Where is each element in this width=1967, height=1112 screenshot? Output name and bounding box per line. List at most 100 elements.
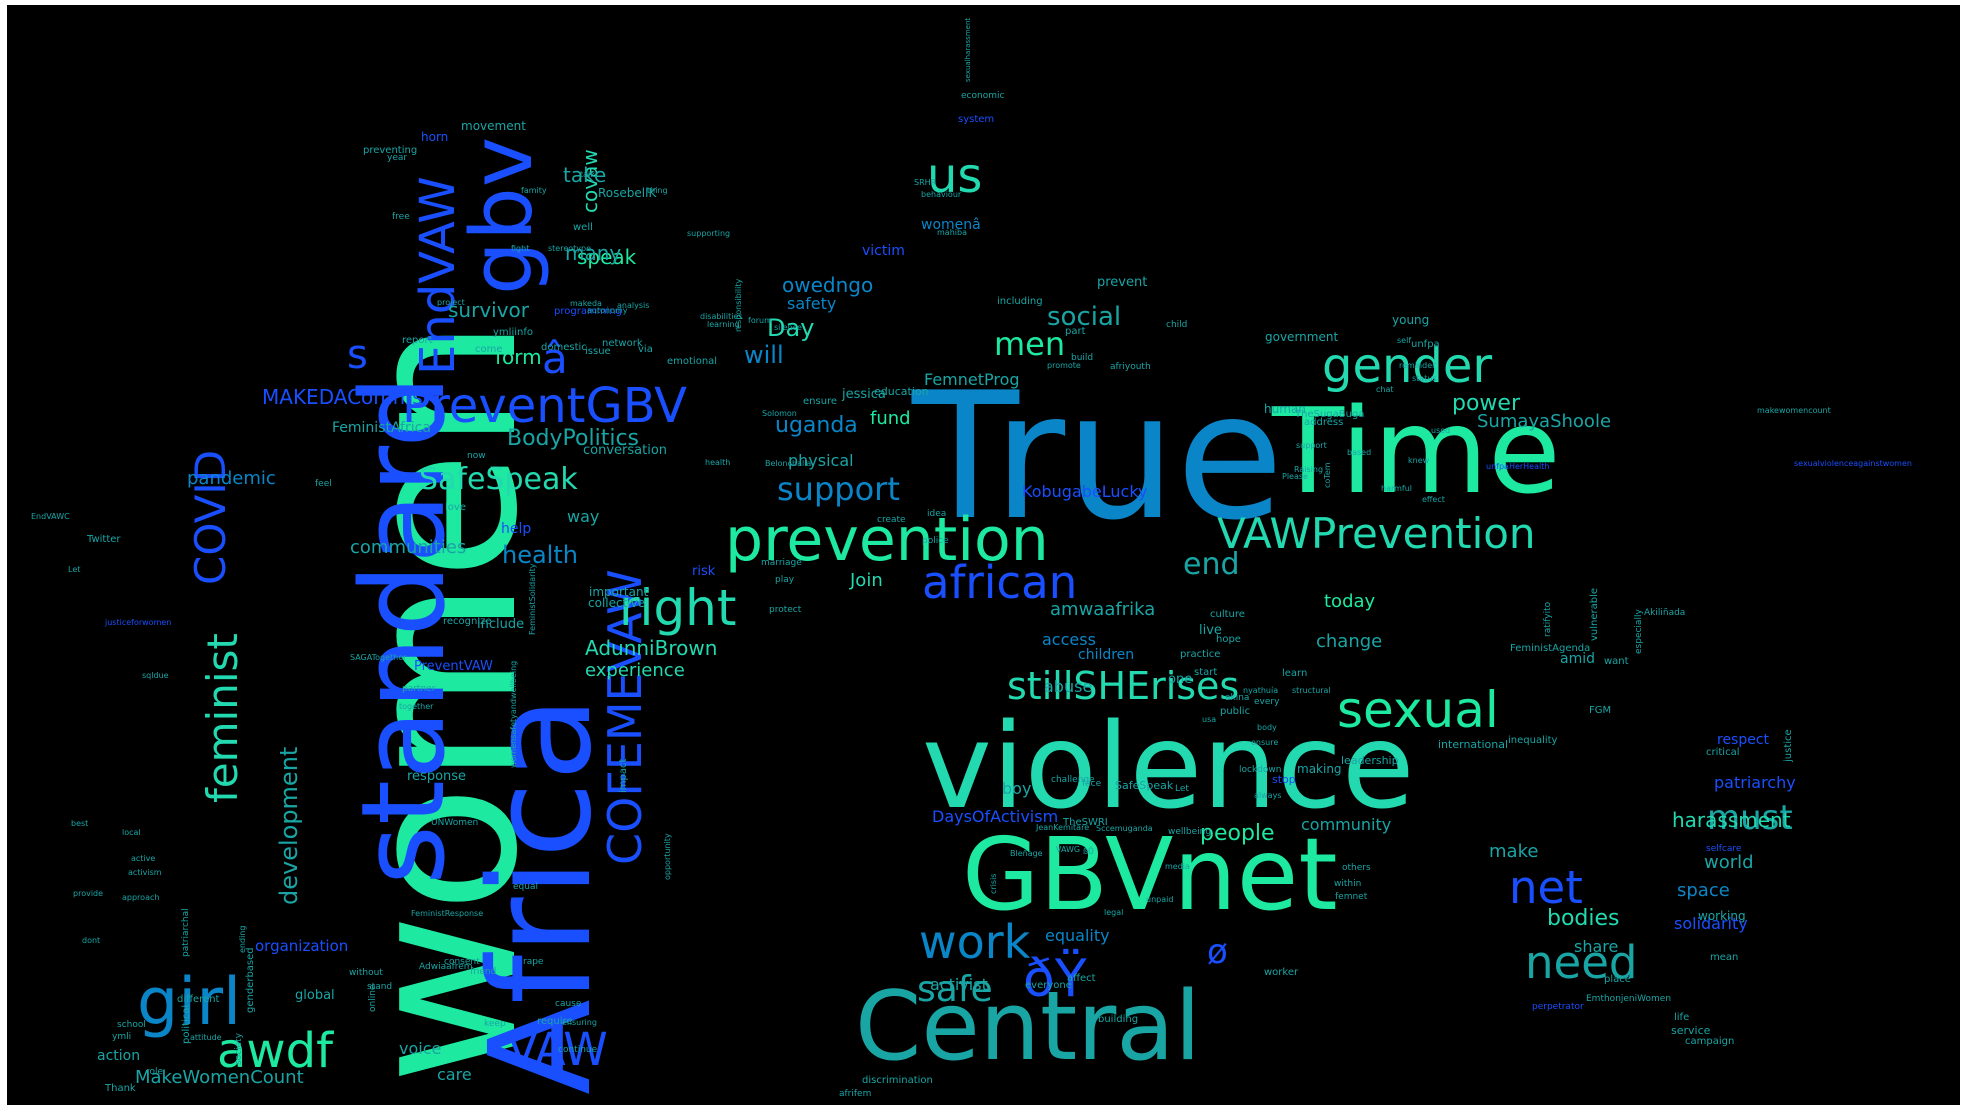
- cloud-word: prevent: [1097, 275, 1148, 290]
- cloud-word: gender: [1322, 338, 1493, 394]
- cloud-word: start: [1194, 667, 1218, 678]
- cloud-word: face: [1082, 779, 1102, 789]
- cloud-word: pandemic: [187, 468, 276, 489]
- cloud-word: femnet: [1335, 892, 1368, 902]
- cloud-word: want: [1604, 656, 1629, 667]
- cloud-word: sexualviolenceagainstwomen: [1794, 459, 1912, 468]
- cloud-word: together: [399, 702, 434, 711]
- cloud-word: care: [437, 1065, 472, 1084]
- cloud-word: Time: [1272, 382, 1561, 520]
- cloud-word: support: [777, 470, 900, 508]
- cloud-word: legal: [1104, 908, 1124, 917]
- cloud-word: justice: [1783, 729, 1794, 762]
- cloud-word: promote: [1047, 361, 1081, 370]
- cloud-word: womensafetyandwellbeing: [509, 660, 518, 768]
- cloud-word: VAWG: [1056, 845, 1081, 854]
- cloud-word: issue: [585, 346, 611, 357]
- cloud-word: Central: [855, 972, 1201, 1082]
- cloud-word: programming: [554, 306, 622, 317]
- cloud-word: Please: [1282, 472, 1308, 481]
- cloud-word: working: [1698, 909, 1746, 923]
- cloud-word: victim: [862, 243, 905, 259]
- cloud-word: culture: [1210, 609, 1245, 620]
- cloud-word: dont: [82, 936, 101, 945]
- cloud-word: report: [402, 335, 433, 346]
- cloud-word: system: [958, 114, 995, 125]
- cloud-word: always: [1254, 791, 1282, 800]
- cloud-word: makewomencount: [1757, 406, 1831, 415]
- cloud-word: communities: [350, 537, 467, 558]
- cloud-word: development: [275, 746, 303, 905]
- cloud-word: violence: [922, 697, 1415, 835]
- cloud-word: discrimination: [862, 1075, 933, 1086]
- cloud-word: building: [1098, 1014, 1139, 1025]
- cloud-word: fight: [511, 244, 530, 253]
- cloud-word: MAKEDAComms: [262, 385, 423, 409]
- cloud-word: wellbeing: [1168, 827, 1212, 837]
- cloud-word: marriage: [761, 558, 802, 568]
- cloud-word: Adwiaafrem: [419, 962, 473, 972]
- cloud-word: must: [1707, 798, 1793, 838]
- cloud-word: ymliinfo: [493, 327, 533, 338]
- cloud-word: life: [1674, 1012, 1690, 1023]
- cloud-word: makeda: [570, 299, 602, 308]
- cloud-word: power: [1452, 391, 1520, 416]
- cloud-word: access: [1042, 630, 1096, 649]
- cloud-word: structural: [1292, 686, 1331, 695]
- cloud-word: society: [234, 1032, 244, 1065]
- cloud-word: continue: [558, 1045, 598, 1055]
- cloud-word: learning: [707, 320, 740, 329]
- cloud-word: SRHR: [914, 178, 937, 187]
- cloud-word: Raising: [1294, 465, 1324, 474]
- cloud-word: stereotype: [548, 244, 592, 253]
- cloud-word: learn: [1282, 668, 1308, 679]
- cloud-word: attitude: [190, 1033, 222, 1042]
- cloud-word: today: [1324, 591, 1376, 612]
- cloud-word: preventing: [363, 145, 418, 156]
- cloud-word: equality: [1045, 926, 1110, 945]
- cloud-word: activism: [128, 868, 162, 877]
- cloud-word: AdunniBrown: [585, 636, 718, 660]
- cloud-word: education: [874, 385, 929, 398]
- cloud-word: ensuring: [562, 1018, 597, 1027]
- cloud-word: ßŮ: [1083, 847, 1094, 856]
- cloud-word: child: [1166, 320, 1188, 330]
- cloud-word: respect: [1717, 732, 1770, 748]
- cloud-word: without: [349, 968, 383, 978]
- cloud-word: social: [1047, 302, 1122, 332]
- cloud-word: justiceforwomen: [105, 618, 172, 627]
- cloud-word: jessica: [842, 387, 886, 402]
- cloud-word: create: [877, 515, 906, 525]
- cloud-word: approach: [122, 893, 160, 902]
- cloud-word: build: [1071, 353, 1094, 363]
- cloud-word: chat: [1376, 385, 1394, 394]
- cloud-word: mean: [1710, 952, 1739, 963]
- cloud-word: protect: [769, 605, 802, 615]
- cloud-word: service: [1671, 1024, 1711, 1037]
- cloud-word: now: [467, 451, 486, 461]
- cloud-word: children: [1078, 647, 1135, 663]
- cloud-word: physical: [788, 451, 854, 470]
- cloud-word: unfpa: [1411, 339, 1440, 350]
- cloud-word: talk: [580, 170, 595, 179]
- cloud-word: BodyPolitics: [507, 426, 639, 451]
- cloud-word: action: [97, 1048, 141, 1064]
- cloud-word: public: [1220, 706, 1251, 717]
- cloud-word: response: [407, 769, 467, 784]
- cloud-word: sexualharassment: [964, 17, 972, 82]
- cloud-word: opportunity: [663, 833, 672, 880]
- cloud-word: movement: [461, 119, 526, 133]
- cloud-word: reminder: [1399, 361, 1436, 370]
- cloud-word: end: [1183, 547, 1240, 582]
- cloud-word: one: [1168, 672, 1193, 687]
- cloud-word: FeministResponse: [411, 909, 484, 918]
- cloud-word: safe: [917, 969, 993, 1010]
- cloud-word: unpaid: [1146, 895, 1174, 904]
- cloud-word: EndVAWC: [31, 512, 70, 521]
- cloud-word: making: [1297, 762, 1342, 776]
- cloud-word: government: [1265, 330, 1339, 344]
- cloud-word: police: [922, 536, 949, 546]
- cloud-word: vulnerable: [1589, 587, 1600, 641]
- cloud-word: support: [1296, 441, 1327, 450]
